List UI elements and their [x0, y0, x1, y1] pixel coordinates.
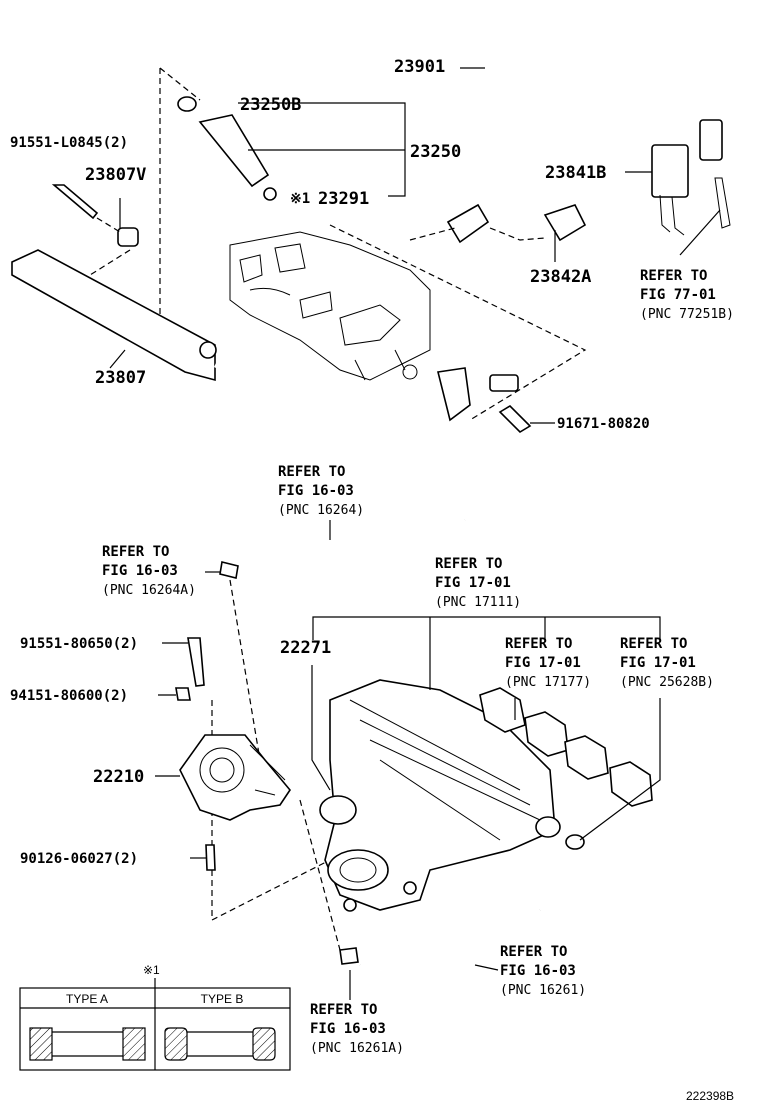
ref16c-line1: REFER TO [310, 1002, 377, 1018]
hose-end-connector [699, 119, 723, 161]
pcv-hose-inner [218, 516, 466, 565]
ref17c-line2: FIG 17-01 [620, 655, 696, 671]
hose-dashed-leader [409, 227, 546, 241]
throttle-body-22210 [179, 734, 291, 821]
label-91551-80650: 91551-80650(2) [20, 636, 138, 652]
ref16c-line2: FIG 16-03 [310, 1021, 386, 1037]
label-90126-06027: 90126-06027(2) [20, 851, 138, 867]
label-91551-l0845: 91551-L0845(2) [10, 135, 128, 151]
label-23291-mark: ※1 [290, 191, 310, 207]
leader-23807 [109, 349, 126, 369]
ref17main-line3: (PNC 17111) [435, 595, 521, 610]
ref77-line2: FIG 77-01 [640, 287, 716, 303]
throttle-stud [205, 844, 216, 871]
ref77-line1: REFER TO [640, 268, 707, 284]
rail-bolt [51, 184, 99, 220]
intake-manifold-22271 [319, 679, 561, 912]
leader-ref16261 [474, 964, 499, 971]
label-23841b: 23841B [545, 163, 606, 183]
ref16top-line2: FIG 16-03 [278, 483, 354, 499]
label-22210: 22210 [93, 767, 144, 787]
type-legend-table: ※1 TYPE A TYPE B [19, 963, 291, 1071]
ref17b-line2: FIG 17-01 [505, 655, 581, 671]
leader-ref77 [679, 209, 721, 256]
hose-quick-connector [446, 203, 490, 244]
ref16c-line3: (PNC 16261A) [310, 1041, 404, 1056]
label-23250: 23250 [410, 142, 461, 162]
type-b-section-drawing [164, 1027, 276, 1061]
ref16top-line1: REFER TO [278, 464, 345, 480]
engine-dashed-outline [159, 67, 587, 421]
rail-spacer [117, 227, 139, 247]
fuel-injector-23250 [177, 96, 277, 201]
ref17main-line2: FIG 17-01 [435, 575, 511, 591]
small-o-ring [565, 834, 585, 850]
bracket-ref17 [312, 616, 661, 690]
ref77-line3: (PNC 77251B) [640, 307, 734, 322]
retainer-clip [543, 204, 587, 242]
label-23901: 23901 [394, 57, 445, 77]
type-a-section-drawing [29, 1027, 146, 1061]
ref16a-line1: REFER TO [102, 544, 169, 560]
label-23807: 23807 [95, 368, 146, 388]
bolt-dashed-leader [89, 217, 131, 276]
ref16top-line3: (PNC 16264) [278, 503, 364, 518]
diagram-id: 222398B [686, 1089, 734, 1103]
bracket-bolt [498, 404, 532, 434]
legend-mark: ※1 [143, 963, 160, 977]
throttle-nut [175, 687, 191, 701]
fuel-rail-23807 [11, 249, 519, 435]
intake-port-gasket [479, 687, 653, 807]
ref16a-line3: (PNC 16264A) [102, 583, 196, 598]
label-23842a: 23842A [530, 267, 591, 287]
ref16b-line3: (PNC 16261) [500, 983, 586, 998]
label-22271: 22271 [280, 638, 331, 658]
label-23291: 23291 [318, 189, 369, 209]
leader-25628b [579, 698, 661, 841]
ref16b-line1: REFER TO [500, 944, 567, 960]
leader-22271 [311, 665, 331, 791]
fuel-sensor-23841b [651, 144, 731, 236]
ref17c-line3: (PNC 25628B) [620, 675, 714, 690]
lower-hose-clamp [339, 947, 359, 965]
ref17b-line3: (PNC 17177) [505, 675, 591, 690]
cylinder-head-sketch [229, 231, 431, 381]
label-91671-80820: 91671-80820 [557, 416, 650, 432]
fuel-hose-inner [468, 46, 723, 228]
legend-type-b: TYPE B [201, 992, 244, 1006]
ref17b-line1: REFER TO [505, 636, 572, 652]
legend-type-a: TYPE A [66, 992, 108, 1006]
ref16a-line2: FIG 16-03 [102, 563, 178, 579]
ref17c-line1: REFER TO [620, 636, 687, 652]
label-94151-80600: 94151-80600(2) [10, 688, 128, 704]
label-23250b: 23250B [240, 95, 301, 115]
label-23807v: 23807V [85, 165, 146, 185]
throttle-bolt [187, 637, 205, 687]
ref17main-line1: REFER TO [435, 556, 502, 572]
pcv-hose-clamp [219, 561, 239, 579]
lower-hose-inner [358, 906, 542, 995]
ref16b-line2: FIG 16-03 [500, 963, 576, 979]
